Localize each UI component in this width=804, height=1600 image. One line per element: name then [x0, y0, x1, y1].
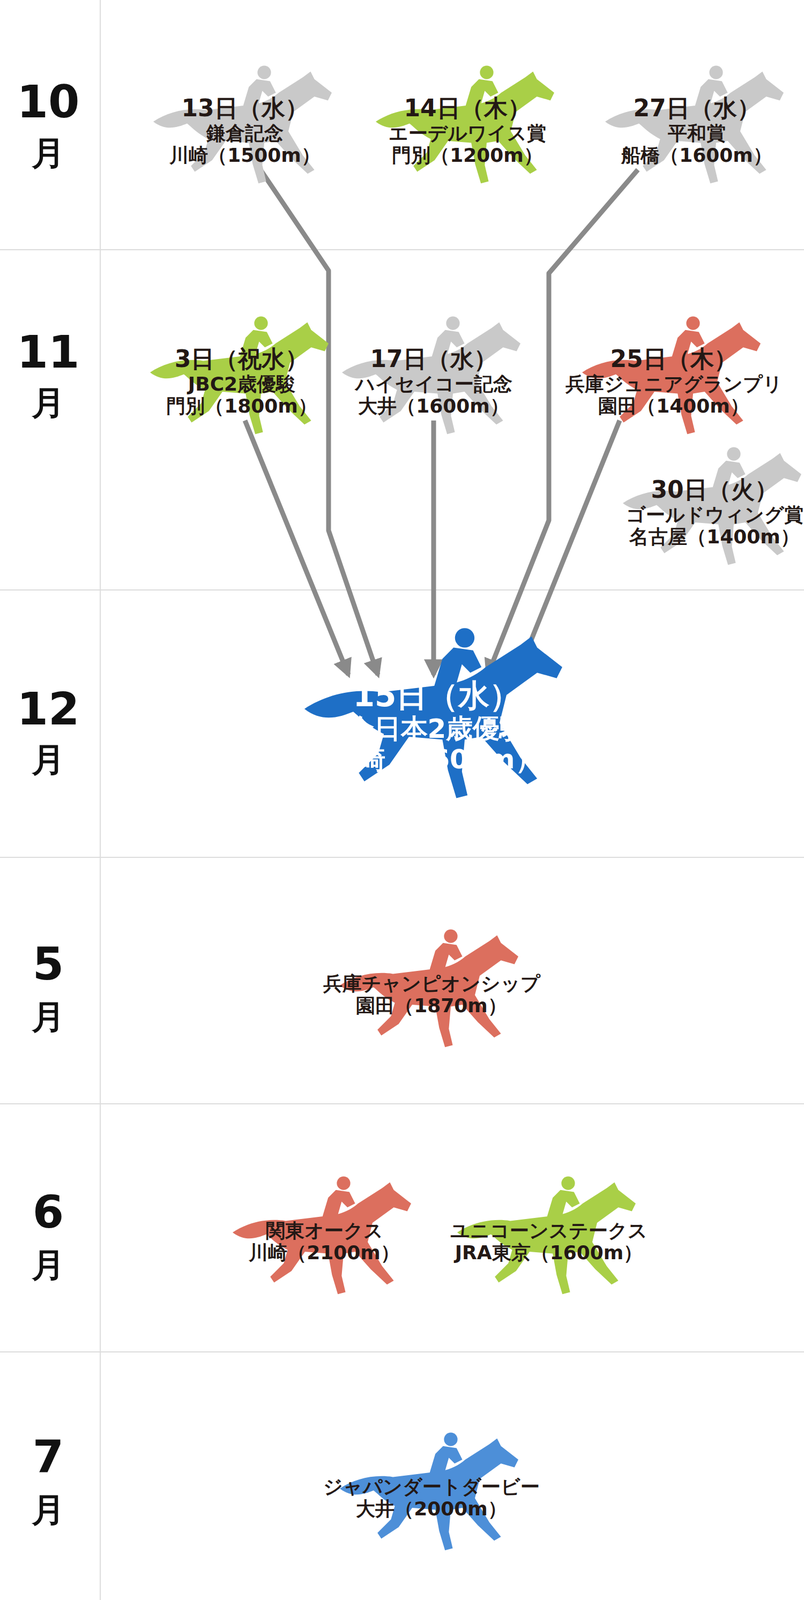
race-date: 3日（祝水） — [166, 345, 318, 374]
row-rule — [0, 249, 804, 251]
race-venue: 川崎（1500m） — [169, 144, 321, 167]
race-date: 17日（水） — [355, 345, 513, 374]
column-rule — [99, 0, 101, 1600]
race-name: 関東オークス — [248, 1219, 400, 1242]
route-arrow — [431, 420, 437, 675]
race-name: 兵庫ジュニアグランプリ — [565, 373, 783, 396]
month-label: 月 — [0, 1248, 97, 1283]
race-name: エーデルワイス賞 — [388, 122, 547, 145]
race-venue: 園田（1870m） — [323, 994, 541, 1017]
race-venue: 名古屋（1400m） — [626, 525, 804, 548]
race-venue: 大井（2000m） — [323, 1498, 540, 1521]
race-date: 14日（木） — [388, 94, 547, 123]
month-label: 6 — [0, 1189, 97, 1235]
race-name: ジャパンダートダービー — [323, 1476, 540, 1499]
row-rule — [0, 1351, 804, 1353]
month-label: 月 — [0, 386, 97, 420]
race-node: 15日（水）全日本2歳優駿川崎（1600m） — [326, 674, 547, 779]
month-label: 12 — [0, 686, 97, 732]
race-name: 全日本2歳優駿 — [331, 713, 542, 746]
race-node: 関東オークス川崎（2100m） — [243, 1216, 406, 1268]
race-date: 27日（水） — [621, 94, 773, 123]
race-name: ゴールドウィング賞 — [626, 503, 804, 526]
race-node: 25日（木）兵庫ジュニアグランプリ園田（1400m） — [560, 342, 788, 421]
race-node: ジャパンダートダービー大井（2000m） — [317, 1472, 546, 1524]
race-venue: 船橋（1600m） — [621, 144, 773, 167]
race-venue: 川崎（2100m） — [248, 1241, 400, 1264]
row-rule — [0, 589, 804, 591]
race-name: ユニコーンステークス — [450, 1219, 648, 1242]
race-node: 3日（祝水）JBC2歳優駿門別（1800m） — [160, 342, 323, 421]
month-label: 月 — [0, 743, 97, 777]
race-venue: 大井（1600m） — [355, 395, 513, 418]
race-name: ハイセイコー記念 — [355, 373, 513, 396]
race-venue: 川崎（1600m） — [331, 744, 542, 776]
race-node: 27日（水）平和賞船橋（1600m） — [615, 91, 778, 170]
row-rule — [0, 857, 804, 859]
race-node: 兵庫チャンピオンシップ園田（1870m） — [317, 969, 546, 1021]
race-node: 13日（水）鎌倉記念川崎（1500m） — [164, 91, 326, 170]
month-label: 7 — [0, 1434, 97, 1480]
race-date: 13日（水） — [169, 94, 321, 123]
race-node: 30日（火）ゴールドウィング賞名古屋（1400m） — [620, 473, 804, 552]
race-name: 兵庫チャンピオンシップ — [323, 972, 541, 995]
race-name: 平和賞 — [621, 122, 773, 145]
race-date: 30日（火） — [626, 476, 804, 504]
month-label: 10 — [0, 79, 97, 125]
route-arrow — [487, 169, 638, 675]
race-date: 25日（木） — [565, 345, 783, 374]
month-label: 月 — [0, 136, 97, 170]
race-name: JBC2歳優駿 — [166, 373, 318, 396]
race-node: ユニコーンステークスJRA東京（1600m） — [444, 1216, 653, 1268]
race-venue: JRA東京（1600m） — [450, 1241, 648, 1264]
month-label: 月 — [0, 1493, 97, 1528]
race-venue: 門別（1800m） — [166, 395, 318, 418]
month-label: 5 — [0, 941, 97, 987]
month-label: 月 — [0, 1000, 97, 1034]
race-name: 鎌倉記念 — [169, 122, 321, 145]
row-rule — [0, 1103, 804, 1105]
race-date: 15日（水） — [331, 678, 542, 714]
race-venue: 門別（1200m） — [388, 144, 547, 167]
route-arrow — [244, 420, 349, 675]
month-label: 11 — [0, 329, 97, 375]
route-arrow — [517, 420, 620, 675]
race-venue: 園田（1400m） — [565, 395, 783, 418]
race-node: 14日（木）エーデルワイス賞門別（1200m） — [383, 91, 552, 170]
race-node: 17日（水）ハイセイコー記念大井（1600m） — [350, 342, 518, 421]
